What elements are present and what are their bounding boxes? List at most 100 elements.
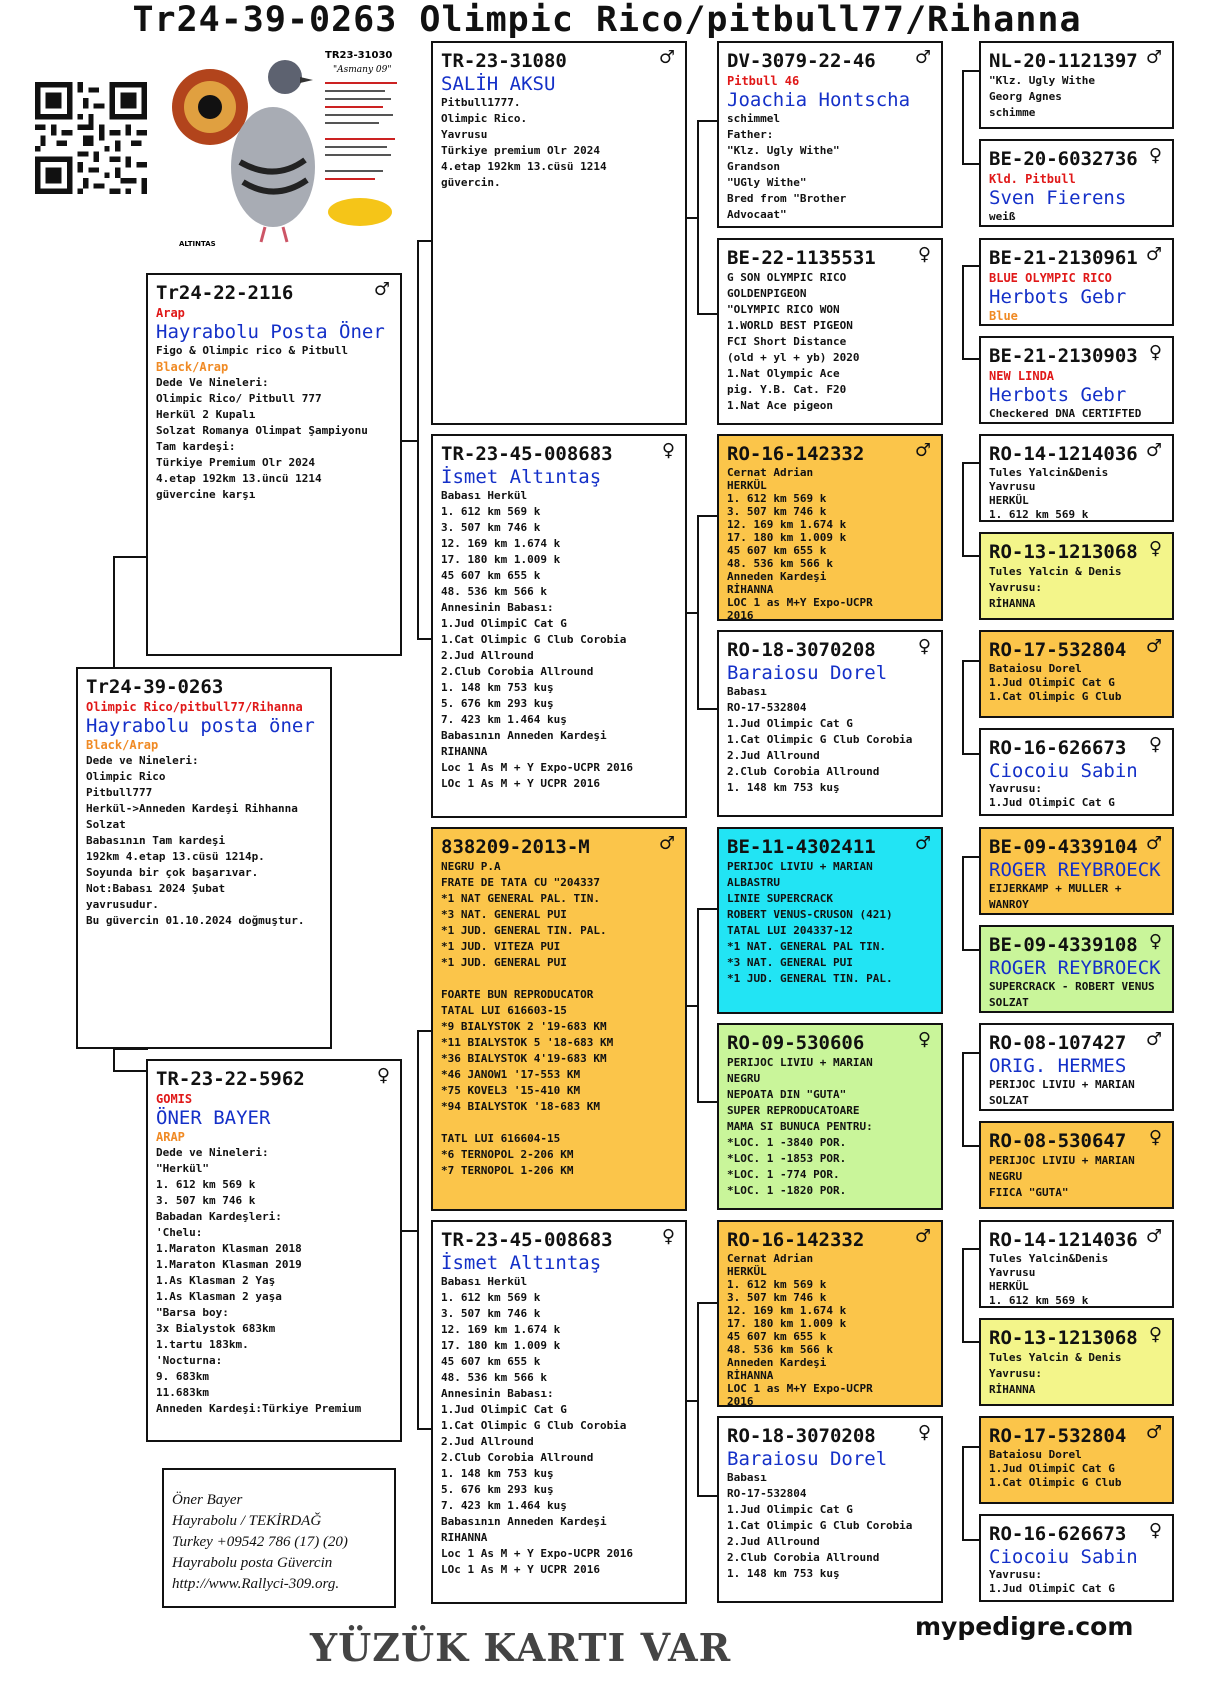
note-line: "Herkül"	[156, 1162, 209, 1175]
qr-code[interactable]	[35, 82, 147, 194]
ancestor-card-gg9[interactable]: BE-09-4339104 ♂ ROGER REYBROECK EIJERKAM…	[979, 827, 1174, 915]
note-line: 17. 180 km 1.009 k	[441, 1339, 561, 1352]
note-line: Babasının Anneden Kardeşi	[441, 1515, 607, 1528]
note-line: 1. 612 km 569 k	[441, 1291, 541, 1304]
note-line: "UGly Withe"	[727, 176, 807, 189]
note-line: 3. 507 km 746 k	[441, 1307, 541, 1320]
ancestor-card-gg16[interactable]: RO-16-626673 ♀ Ciocoiu Sabin Yavrusu: 1.…	[979, 1514, 1174, 1602]
note-line: TATAL LUI 204337-12	[727, 924, 853, 937]
ancestor-card-g5[interactable]: BE-11-4302411 ♂ PERIJOC LIVIU + MARIAN A…	[717, 827, 943, 1014]
connector	[962, 1248, 979, 1343]
wings-logo	[328, 198, 392, 226]
note-line: 2016	[727, 609, 754, 621]
note-line: Checkered DNA CERTIFTED	[989, 407, 1142, 420]
ancestor-card-gg14[interactable]: RO-13-1213068 ♀ Tules Yalcin & Denis Yav…	[979, 1318, 1174, 1406]
note-line: 1.Cat Olimpic G Club Corobia	[441, 633, 627, 646]
note-line: 2.Jud Allround	[441, 1435, 534, 1448]
male-icon: ♂	[1145, 833, 1162, 854]
connector	[697, 1302, 717, 1497]
note-line: FCI Short Distance	[727, 335, 847, 348]
dam-card[interactable]: TR-23-22-5962 ♀ GOMIS ÖNER BAYER ARAP De…	[146, 1059, 402, 1442]
ancestor-card-gg13[interactable]: RO-14-1214036 ♂ Tules Yalcin&Denis Yavru…	[979, 1220, 1174, 1308]
note-line: Olimpic Rico/ Pitbull 777	[156, 392, 322, 405]
note-line: 2.Jud Allround	[727, 1535, 820, 1548]
ancestor-card-g8[interactable]: RO-18-3070208 ♀ Baraiosu Dorel Babası RO…	[717, 1416, 943, 1603]
subject-card[interactable]: Tr24-39-0263 Olimpic Rico/pitbull77/Riha…	[76, 667, 332, 1049]
note-line: 5. 676 km 293 kuş	[441, 1483, 554, 1496]
note-line: 1.Jud OlimpiC Cat G	[441, 1403, 567, 1416]
note-line: Solzat Romanya Olimpat Şampiyonu	[156, 424, 368, 437]
contact-line: Öner Bayer	[172, 1492, 243, 1508]
note-line: 1. 612 km 569 k	[989, 1294, 1089, 1307]
ancestor-card-gg1[interactable]: NL-20-1121397 ♂ "Klz. Ugly Withe Georg A…	[979, 41, 1174, 129]
note-line: 48. 536 km 566 k	[441, 1371, 547, 1384]
male-icon: ♂	[1145, 1226, 1162, 1247]
ancestor-card-g3[interactable]: RO-16-142332 ♂ Cernat Adrian HERKÜL 1. 6…	[717, 434, 943, 621]
note-line: 2.Club Corobia Allround	[441, 665, 594, 678]
ancestor-card-gg12[interactable]: RO-08-530647 ♀ PERIJOC LIVIU + MARIAN NE…	[979, 1121, 1174, 1209]
note-line: HERKÜL	[727, 479, 767, 492]
note-line: SUPER REPRODUCATOARE	[727, 1104, 860, 1117]
note-line: Annesinin Babası:	[441, 1387, 554, 1400]
contact-box: Öner Bayer Hayrabolu / TEKİRDAĞ Turkey +…	[162, 1468, 396, 1608]
ancestor-card-gg15[interactable]: RO-17-532804 ♂ Bataiosu Dorel 1.Jud Olim…	[979, 1416, 1174, 1504]
sire-sire-card[interactable]: TR-23-31080 ♂ SALİH AKSU Pitbull1777. Ol…	[431, 41, 687, 425]
pigeon-color: Blue	[989, 309, 1018, 323]
ring-number: NL-20-1121397	[989, 50, 1138, 72]
note-line: ROBERT VENUS-CRUSON (421)	[727, 908, 893, 921]
pigeon-photo: TR23-31030 "Asmany 09" ALTINTAS	[165, 42, 411, 255]
note-line: Loc 1 As M + Y Expo-UCPR 2016	[441, 1547, 634, 1560]
note-line: Tam kardeşi:	[156, 440, 236, 453]
note-line: *7 TERNOPOL 1-206 KM	[441, 1164, 574, 1177]
male-icon: ♂	[1145, 1422, 1162, 1443]
ancestor-card-g7[interactable]: RO-16-142332 ♂ Cernat Adrian HERKÜL 1. 6…	[717, 1220, 943, 1407]
site-link[interactable]: mypedigre.com	[915, 1612, 1134, 1641]
note-line: *1 JUD. VITEZA PUI	[441, 940, 561, 953]
note-line: 1.Nat Ace pigeon	[727, 399, 833, 412]
ancestor-card-gg10[interactable]: BE-09-4339108 ♀ ROGER REYBROECK SUPERCRA…	[979, 925, 1174, 1013]
note-line: 48. 536 km 566 k	[727, 557, 833, 570]
ring-number: RO-16-142332	[727, 443, 865, 465]
female-icon: ♀	[917, 636, 931, 657]
male-icon: ♂	[373, 279, 390, 300]
owner-name: Ciocoiu Sabin	[989, 760, 1138, 782]
ancestor-card-g1[interactable]: DV-3079-22-46 ♂ Pitbull 46 Joachia Honts…	[717, 41, 943, 228]
note-line: *LOC. 1 -1820 POR.	[727, 1184, 847, 1197]
note-line: 192km 4.etap 13.cüsü 1214p.	[86, 850, 265, 863]
pigeon-color: ARAP	[156, 1130, 185, 1144]
dam-sire-card[interactable]: 838209-2013-M ♂ NEGRU P.A FRATE DE TATA …	[431, 827, 687, 1211]
ring-number: TR-23-31080	[441, 50, 567, 72]
connector	[697, 515, 717, 710]
note-line: Anneden Kardeşi	[727, 1356, 827, 1369]
ring-number: 838209-2013-M	[441, 836, 590, 858]
contact-link[interactable]: http://www.Rallyci-309.org.	[172, 1576, 340, 1592]
ancestor-card-gg2[interactable]: BE-20-6032736 ♀ Kld. Pitbull Sven Fieren…	[979, 139, 1174, 227]
ancestor-card-g4[interactable]: RO-18-3070208 ♀ Baraiosu Dorel Babası RO…	[717, 630, 943, 817]
note-line: PERIJOC LIVIU + MARIAN	[989, 1154, 1135, 1167]
sire-dam-card[interactable]: TR-23-45-008683 ♀ İsmet Altıntaş Babası …	[431, 434, 687, 818]
note-line: Anneden Kardeşi:Türkiye Premium	[156, 1402, 362, 1415]
note-line: MAMA SI BUNUCA PENTRU:	[727, 1120, 873, 1133]
ancestor-card-g6[interactable]: RO-09-530606 ♀ PERIJOC LIVIU + MARIAN NE…	[717, 1023, 943, 1210]
ancestor-card-gg11[interactable]: RO-08-107427 ♂ ORIG. HERMES PERIJOC LIVI…	[979, 1023, 1174, 1111]
note-line: FRATE DE TATA CU "204337	[441, 876, 600, 889]
photo-name: "Asmany 09"	[333, 65, 392, 75]
ancestor-card-gg4[interactable]: BE-21-2130903 ♀ NEW LINDA Herbots Gebr C…	[979, 336, 1174, 424]
sire-card[interactable]: Tr24-22-2116 ♂ Arap Hayrabolu Posta Öner…	[146, 273, 402, 656]
note-line: schimme	[989, 106, 1036, 119]
note-line: FIICA "GUTA"	[989, 1186, 1069, 1199]
dam-dam-card[interactable]: TR-23-45-008683 ♀ İsmet Altıntaş Babası …	[431, 1220, 687, 1604]
female-icon: ♀	[1148, 342, 1162, 363]
note-line: *94 BIALYSTOK '18-683 KM	[441, 1100, 600, 1113]
ancestor-card-g2[interactable]: BE-22-1135531 ♀ G SON OLYMPIC RICO GOLDE…	[717, 238, 943, 425]
ancestor-card-gg5[interactable]: RO-14-1214036 ♂ Tules Yalcin&Denis Yavru…	[979, 434, 1174, 522]
connector	[113, 1048, 115, 1072]
connector	[962, 856, 979, 951]
ancestor-card-gg3[interactable]: BE-21-2130961 ♂ BLUE OLYMPIC RICO Herbot…	[979, 238, 1174, 326]
ancestor-card-gg8[interactable]: RO-16-626673 ♀ Ciocoiu Sabin Yavrusu: 1.…	[979, 728, 1174, 816]
note-line: NEGRU P.A	[441, 860, 501, 873]
note-line: Yavrusu:	[989, 581, 1042, 594]
ancestor-card-gg6[interactable]: RO-13-1213068 ♀ Tules Yalcin & Denis Yav…	[979, 532, 1174, 620]
note-line: 1.As Klasman 2 yaşa	[156, 1290, 282, 1303]
ancestor-card-gg7[interactable]: RO-17-532804 ♂ Bataiosu Dorel 1.Jud Olim…	[979, 630, 1174, 718]
